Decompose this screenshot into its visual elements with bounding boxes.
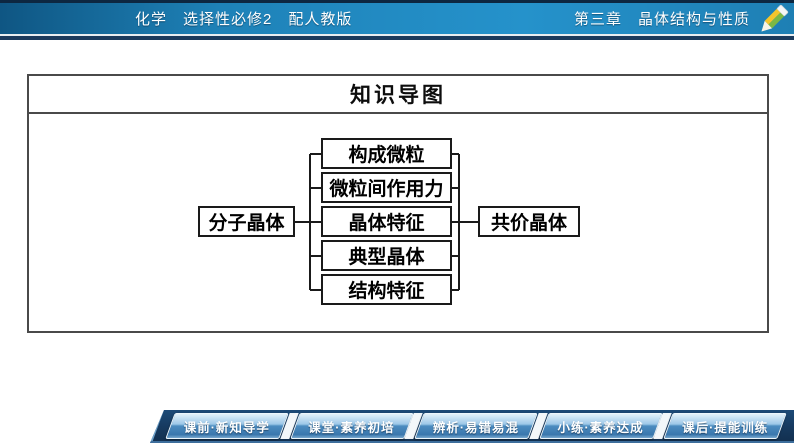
top-strip-divider (0, 0, 794, 3)
node-typical-crystals: 典型晶体 (321, 240, 452, 271)
tab-label: 小练·素养达成 (557, 420, 644, 435)
page-title: 知识导图 (29, 76, 767, 114)
chapter-title: 第三章 晶体结构与性质 (573, 11, 750, 28)
tab-label: 课堂·素养初培 (308, 420, 395, 435)
tab-after-class-training[interactable]: 课后·提能训练 (668, 413, 782, 439)
footer-tabs: 课前·新知导学 课堂·素养初培 辨析·易错易混 小练·素养达成 课后·提能训练 (170, 413, 782, 439)
chapter-title-group: 第三章 晶体结构与性质 (574, 1, 790, 37)
knowledge-map-diagram: 分子晶体 构成微粒 微粒间作用力 晶体特征 典型晶体 结构特征 共价晶体 (29, 114, 767, 331)
diagram-connectors (295, 153, 478, 291)
tab-pre-class-guide[interactable]: 课前·新知导学 (170, 413, 284, 439)
node-covalent-crystal: 共价晶体 (478, 206, 580, 237)
node-crystal-characteristics: 晶体特征 (321, 206, 452, 237)
pencil-icon (761, 4, 789, 32)
tab-label: 辨析·易错易混 (432, 420, 520, 435)
node-interparticle-forces: 微粒间作用力 (321, 172, 452, 203)
tab-label: 课后·提能训练 (682, 420, 769, 435)
tab-label: 课前·新知导学 (183, 420, 270, 435)
book-title: 化学 选择性必修2 配人教版 (135, 11, 353, 28)
tab-practice-achievement[interactable]: 小练·素养达成 (544, 413, 658, 439)
node-constituent-particles: 构成微粒 (321, 138, 452, 169)
node-molecular-crystal: 分子晶体 (198, 206, 295, 237)
header-separator-light (0, 34, 794, 36)
header-bar: 化学 选择性必修2 配人教版 第三章 晶体结构与性质 (0, 3, 794, 34)
header-separator-dark (0, 36, 794, 40)
tab-in-class-cultivation[interactable]: 课堂·素养初培 (295, 413, 409, 439)
tab-error-analysis[interactable]: 辨析·易错易混 (419, 413, 533, 439)
node-structural-characteristics: 结构特征 (321, 274, 452, 305)
footer-nav-bar: 课前·新知导学 课堂·素养初培 辨析·易错易混 小练·素养达成 课后·提能训练 (150, 410, 794, 443)
knowledge-map-panel: 知识导图 (27, 74, 769, 333)
